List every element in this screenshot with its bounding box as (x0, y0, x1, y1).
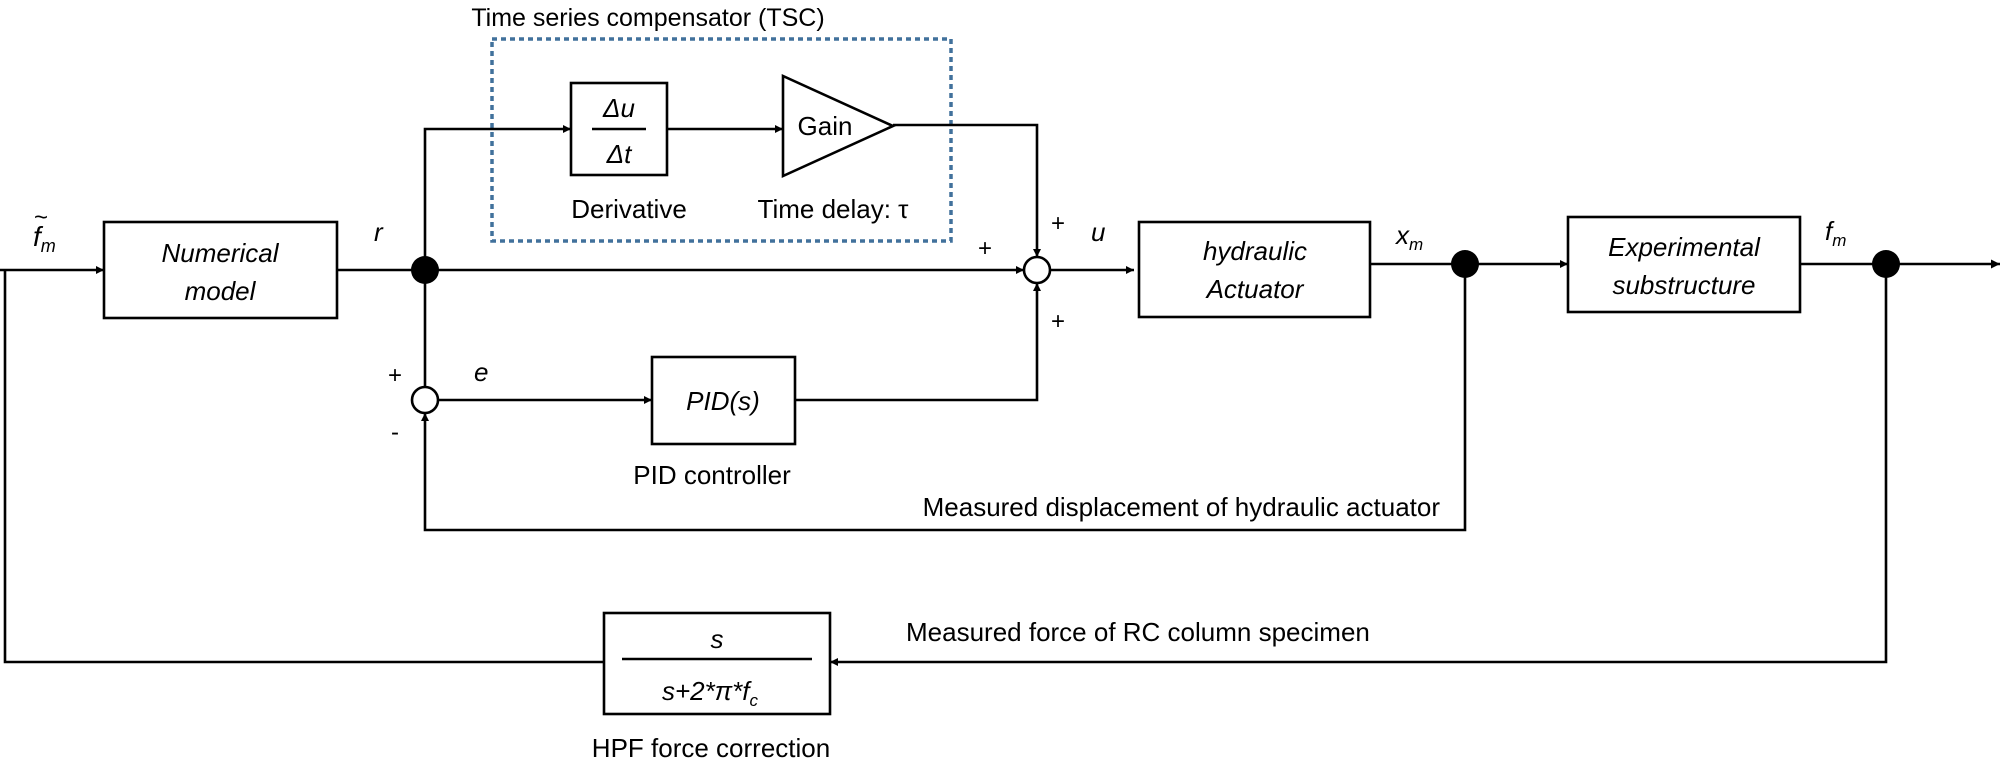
signal-fm: fm (1825, 216, 1846, 250)
hpf-denominator-sub: c (750, 691, 759, 710)
summing-junction (1022, 255, 1052, 285)
measured-force-caption: Measured force of RC column specimen (906, 617, 1370, 647)
line-hpf-to-input (3, 270, 604, 664)
hpf-numerator: s (711, 624, 724, 654)
signal-u: u (1091, 217, 1105, 247)
sign-error-minus: - (391, 419, 399, 446)
derivative-numerator: Δu (602, 93, 635, 123)
hpf-denominator: s+2*π*fc (662, 676, 759, 710)
signal-fm-tilde-accent: ~ (34, 204, 48, 231)
sign-error-plus: + (388, 362, 402, 389)
line-r-to-derivative (423, 125, 571, 270)
numerical-model-block (102, 220, 339, 320)
pid-label: PID(s) (686, 386, 760, 416)
signal-fm-tilde-sub: m (41, 236, 56, 256)
tsc-title: Time series compensator (TSC) (471, 4, 824, 32)
signal-fm-base: f (1825, 216, 1835, 246)
tsc-boundary (490, 37, 953, 243)
signal-e: e (474, 357, 488, 387)
signal-xm-base: x (1394, 220, 1410, 250)
hydraulic-actuator-block (1137, 220, 1372, 319)
r-junction-dot (411, 256, 439, 284)
sign-sum-bottom: + (1051, 308, 1065, 335)
experimental-substructure-label-line2: substructure (1612, 270, 1755, 300)
sign-sum-left: + (978, 235, 992, 262)
fm-junction-dot (1872, 250, 1900, 278)
signal-fm-sub: m (1832, 231, 1846, 250)
error-junction (410, 385, 440, 415)
line-force-feedback (830, 264, 1888, 666)
xm-junction-dot (1451, 250, 1479, 278)
hpf-block (602, 611, 832, 716)
line-gain-to-sum (893, 123, 1041, 257)
derivative-caption: Derivative (571, 194, 687, 224)
pid-block (650, 355, 797, 446)
hpf-correction-caption: HPF force correction (592, 733, 830, 763)
hydraulic-actuator-label-line2: Actuator (1205, 274, 1305, 304)
line-displacement-feedback (421, 264, 1467, 532)
numerical-model-label-line1: Numerical (161, 238, 279, 268)
signal-xm-sub: m (1409, 235, 1423, 254)
signal-xm: xm (1394, 220, 1423, 254)
measured-displacement-caption: Measured displacement of hydraulic actua… (923, 492, 1441, 522)
line-pid-to-sum (795, 283, 1041, 402)
derivative-denominator: Δt (606, 139, 633, 169)
signal-fm-tilde: fm (33, 221, 56, 256)
signal-r: r (374, 217, 384, 247)
time-delay-caption: Time delay: τ (758, 194, 910, 224)
gain-block (781, 73, 897, 179)
numerical-model-label-line2: model (185, 276, 257, 306)
gain-label: Gain (798, 111, 853, 141)
pid-controller-caption: PID controller (633, 460, 791, 490)
signal-fm-tilde-base: f (33, 221, 44, 252)
hydraulic-actuator-label-line1: hydraulic (1203, 236, 1307, 266)
experimental-substructure-block (1566, 215, 1802, 314)
sign-sum-top: + (1051, 210, 1065, 237)
experimental-substructure-label-line1: Experimental (1608, 232, 1761, 262)
hpf-denominator-main: s+2*π*f (662, 676, 752, 706)
